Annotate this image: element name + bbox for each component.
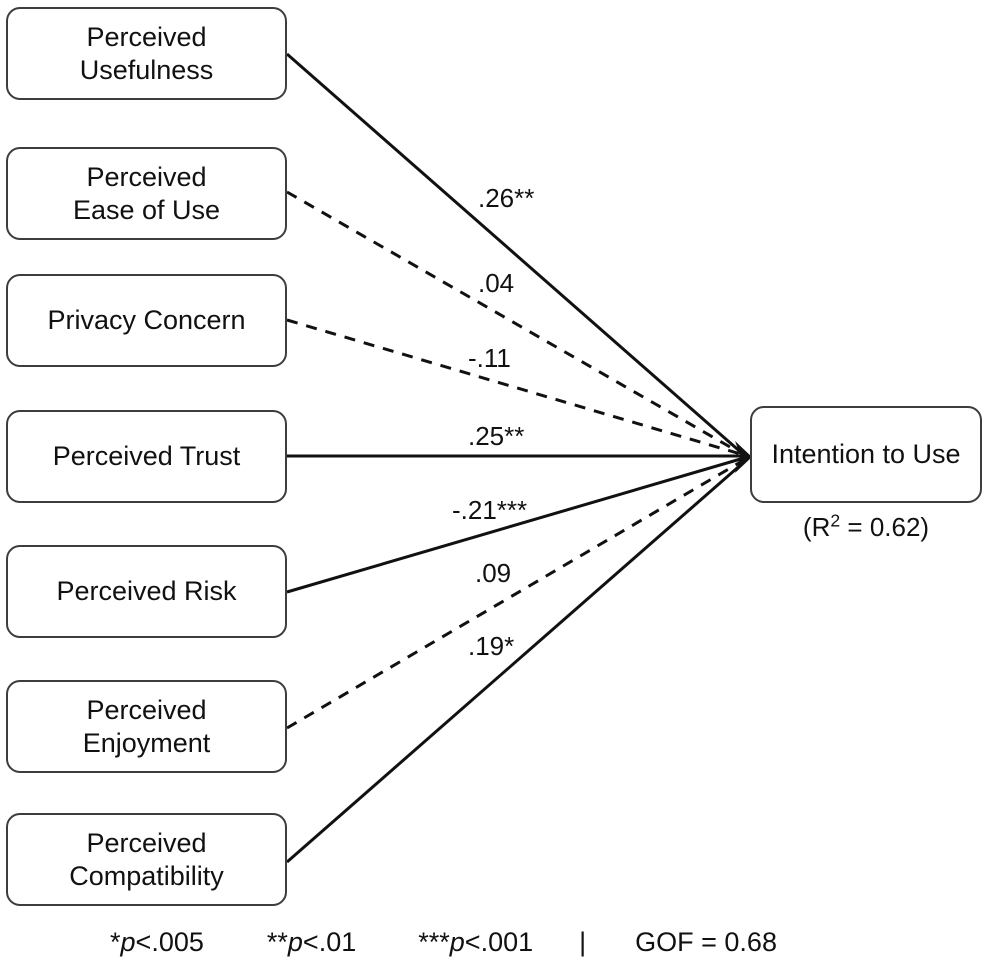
path-label-perceived-trust: .25** — [468, 421, 525, 451]
legend-gof: GOF = 0.68 — [635, 927, 777, 957]
path-line-perceived-ease-of-use — [286, 190, 745, 457]
legend-stars-1: * — [110, 927, 121, 957]
legend-p-3: p — [449, 927, 465, 957]
node-perceived-usefulness[interactable]: Perceived Usefulness — [6, 7, 287, 100]
node-label: Intention to Use — [771, 439, 961, 470]
path-line-perceived-usefulness — [286, 52, 745, 457]
r-squared-exponent: 2 — [830, 510, 841, 531]
r-squared-prefix: (R — [802, 512, 831, 542]
legend-p-2: p — [287, 927, 303, 957]
path-label-perceived-usefulness: .26** — [478, 183, 535, 213]
path-label-perceived-risk: -.21*** — [452, 495, 528, 525]
node-privacy-concern[interactable]: Privacy Concern — [6, 274, 287, 367]
r-squared-suffix: = 0.62) — [840, 512, 930, 542]
node-intention-to-use[interactable]: Intention to Use — [750, 406, 982, 503]
legend-stars-3: *** — [418, 927, 450, 957]
legend-divider: | — [579, 927, 587, 957]
legend-p-001: ***p<.001 — [418, 927, 533, 958]
node-label: Privacy Concern — [47, 305, 246, 336]
node-perceived-compatibility[interactable]: Perceived Compatibility — [6, 813, 287, 906]
node-label: Perceived Enjoyment — [82, 694, 211, 758]
legend-p-01: **p<.01 — [267, 927, 356, 958]
node-perceived-ease-of-use[interactable]: Perceived Ease of Use — [6, 147, 287, 240]
node-perceived-enjoyment[interactable]: Perceived Enjoyment — [6, 680, 287, 773]
node-label: Perceived Trust — [52, 441, 241, 472]
legend-p-1: p — [120, 927, 136, 957]
legend-tail-2: <.01 — [302, 927, 357, 957]
r-squared-note: (R2 = 0.62) — [750, 512, 982, 543]
node-label: Perceived Usefulness — [79, 21, 214, 85]
legend-p-005: *p<.005 — [110, 927, 204, 958]
node-perceived-trust[interactable]: Perceived Trust — [6, 410, 287, 503]
path-label-privacy-concern: -.11 — [468, 343, 511, 373]
legend-stars-2: ** — [266, 927, 288, 957]
legend-tail-3: <.001 — [464, 927, 534, 957]
significance-legend: *p<.005 **p<.01 ***p<.001 | GOF = 0.68 — [0, 916, 992, 969]
path-label-perceived-enjoyment: .09 — [475, 558, 512, 588]
node-perceived-risk[interactable]: Perceived Risk — [6, 545, 287, 638]
path-line-perceived-risk — [286, 456, 745, 594]
node-label: Perceived Ease of Use — [72, 161, 221, 225]
node-label: Perceived Risk — [56, 576, 237, 607]
path-label-perceived-compatibility: .19* — [468, 631, 515, 661]
legend-tail-1: <.005 — [135, 927, 204, 957]
path-label-perceived-ease-of-use: .04 — [478, 268, 515, 298]
node-label: Perceived Compatibility — [69, 827, 224, 891]
